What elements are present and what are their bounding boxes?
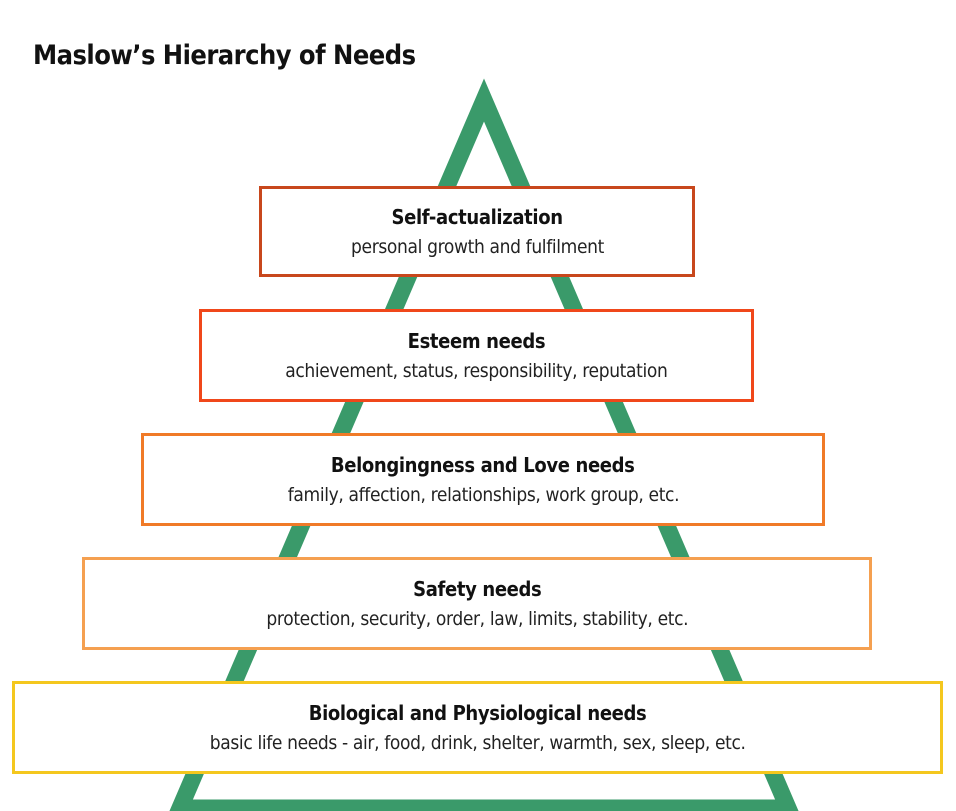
level-safety: Safety needs protection, security, order… bbox=[82, 557, 872, 650]
level-title: Belongingness and Love needs bbox=[331, 452, 635, 477]
level-description: personal growth and fulfilment bbox=[350, 235, 604, 258]
level-esteem: Esteem needs achievement, status, respon… bbox=[199, 309, 754, 402]
level-belongingness: Belongingness and Love needs family, aff… bbox=[141, 433, 825, 526]
level-title: Self-actualization bbox=[391, 204, 563, 229]
level-title: Biological and Physiological needs bbox=[308, 700, 647, 725]
level-physiological: Biological and Physiological needs basic… bbox=[12, 681, 943, 774]
page-title: Maslow’s Hierarchy of Needs bbox=[33, 40, 416, 71]
level-title: Esteem needs bbox=[407, 328, 546, 353]
level-description: achievement, status, responsibility, rep… bbox=[285, 359, 668, 382]
level-description: basic life needs - air, food, drink, she… bbox=[209, 731, 746, 754]
level-description: family, affection, relationships, work g… bbox=[287, 483, 679, 506]
level-title: Safety needs bbox=[412, 576, 542, 601]
level-self-actualization: Self-actualization personal growth and f… bbox=[259, 186, 695, 277]
level-description: protection, security, order, law, limits… bbox=[266, 607, 688, 630]
